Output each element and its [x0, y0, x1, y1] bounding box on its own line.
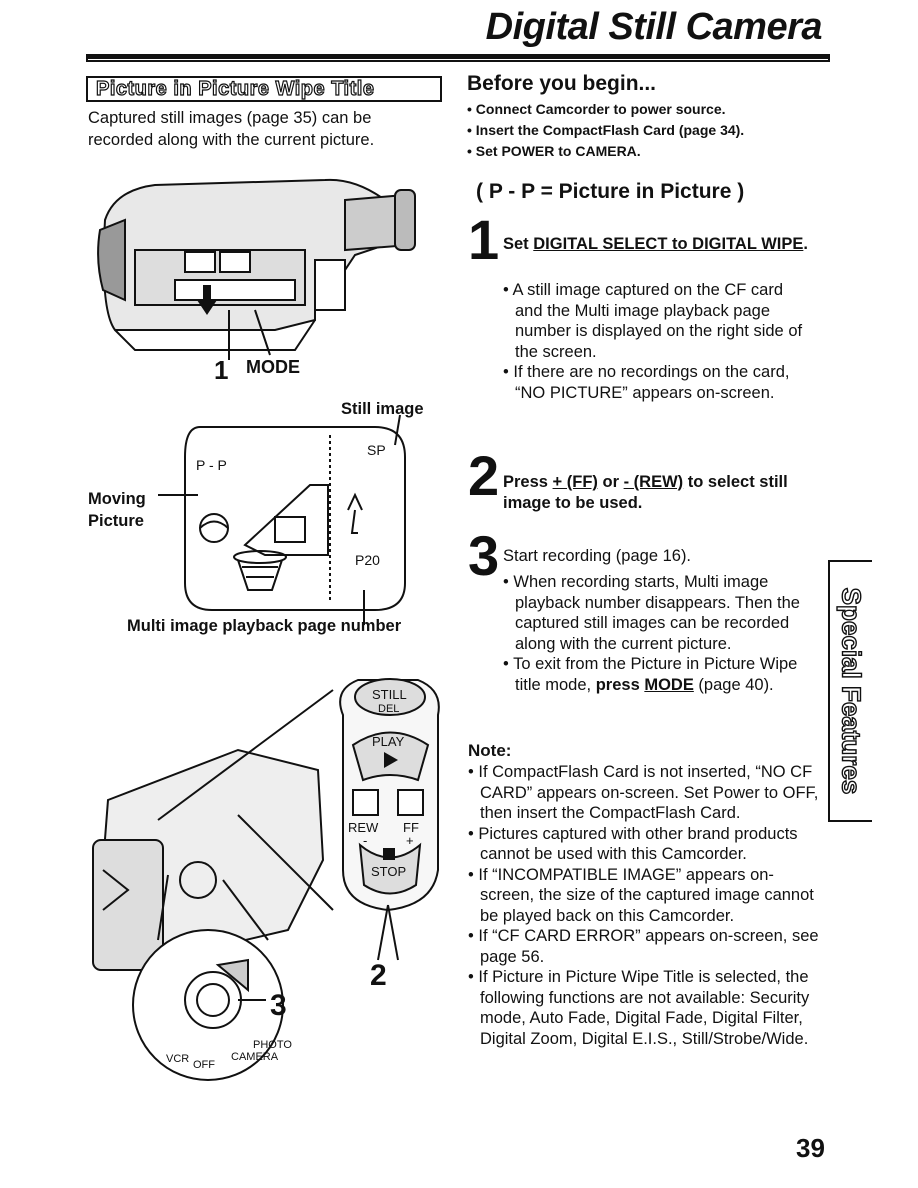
step-2-or: or [597, 473, 624, 491]
note-title: Note: [468, 741, 512, 760]
step-3-number: 3 [468, 524, 500, 587]
pp-screen-label: P - P [196, 457, 227, 473]
page-number: 39 [796, 1133, 825, 1163]
note-item: If “INCOMPATIBLE IMAGE” appears on-scree… [468, 865, 828, 927]
step-3-bullet: To exit from the Picture in Picture Wipe… [503, 654, 813, 695]
figure-mode-number: 1 [214, 355, 229, 385]
intro-text: Captured still images (page 35) can be r… [88, 109, 375, 149]
before-list: Connect Camcorder to power source. Inser… [467, 99, 744, 162]
note-list: If CompactFlash Card is not inserted, “N… [468, 762, 828, 1049]
screen-diagram: P - P SP P20 [158, 415, 406, 625]
header-rule-fill [88, 56, 828, 59]
step-1-bullets: A still image captured on the CF card an… [503, 280, 813, 403]
step-3-bullets: When recording starts, Multi image playb… [503, 572, 813, 695]
rew-minus-label: - [363, 833, 367, 848]
step-1-number: 1 [468, 208, 500, 271]
figure-mode-label: MODE [246, 357, 300, 377]
header-rule [86, 54, 830, 62]
photo-label: PHOTO [253, 1039, 292, 1051]
camcorder-controls-illustration: STILL DEL PLAY REW FF - + STOP 2 3 VCR O… [92, 678, 440, 1081]
page-number-screen-label: P20 [355, 552, 380, 568]
before-item: Connect Camcorder to power source. [467, 99, 744, 120]
step-1-suffix: . [803, 235, 808, 253]
figure-step-2-number: 2 [370, 959, 387, 992]
rew-button-label: REW [348, 820, 379, 835]
step-2-rest: to select still image to be used. [503, 473, 788, 512]
pp-title: ( P - P = Picture in Picture ) [476, 180, 745, 203]
step-3-bullet: When recording starts, Multi image playb… [503, 572, 813, 654]
del-button-label: DEL [378, 703, 399, 715]
step-1-bullet: A still image captured on the CF card an… [503, 280, 813, 362]
moving-picture-label: Moving Picture [88, 490, 146, 530]
section-title: Picture in Picture Wipe Title [86, 76, 442, 102]
camcorder-illustration [97, 178, 416, 360]
multi-image-label: Multi image playback page number [127, 617, 402, 635]
note-item: If “CF CARD ERROR” appears on-screen, se… [468, 926, 828, 967]
camera-label: CAMERA [231, 1051, 279, 1063]
stop-button-label: STOP [371, 864, 406, 879]
note-item: If CompactFlash Card is not inserted, “N… [468, 762, 828, 824]
before-item: Insert the CompactFlash Card (page 34). [467, 120, 744, 141]
step-2-text: Press + (FF) or - (REW) to select still … [503, 472, 813, 514]
step-1-bullet: If there are no recordings on the card, … [503, 362, 813, 403]
page-title: Digital Still Camera [485, 6, 823, 48]
step-2-ff: + (FF) [552, 473, 598, 491]
section-side-tab: Special Features [828, 560, 872, 822]
step-2-rew: - (REW) [623, 473, 684, 491]
off-label: OFF [193, 1059, 215, 1071]
still-image-label: Still image [341, 400, 424, 418]
ff-button-label: FF [403, 820, 419, 835]
step-1-text: Set DIGITAL SELECT to DIGITAL WIPE. [503, 234, 813, 255]
note-item: If Picture in Picture Wipe Title is sele… [468, 967, 828, 1049]
play-button-label: PLAY [372, 734, 405, 749]
before-item: Set POWER to CAMERA. [467, 141, 744, 162]
figure-step-3-number: 3 [270, 989, 287, 1022]
side-tab-label: Special Features [836, 587, 867, 795]
vcr-label: VCR [166, 1053, 189, 1065]
step-1-prefix: Set [503, 235, 534, 253]
step-2-number: 2 [468, 444, 500, 507]
sp-screen-label: SP [367, 442, 386, 458]
step-2-press: Press [503, 473, 553, 491]
step-1-setting: DIGITAL SELECT to DIGITAL WIPE [533, 235, 804, 253]
step-3-text: Start recording (page 16). [503, 547, 692, 565]
still-button-label: STILL [372, 687, 407, 702]
before-title: Before you begin... [467, 72, 657, 95]
ff-plus-label: + [406, 833, 414, 848]
note-item: Pictures captured with other brand produ… [468, 824, 828, 865]
